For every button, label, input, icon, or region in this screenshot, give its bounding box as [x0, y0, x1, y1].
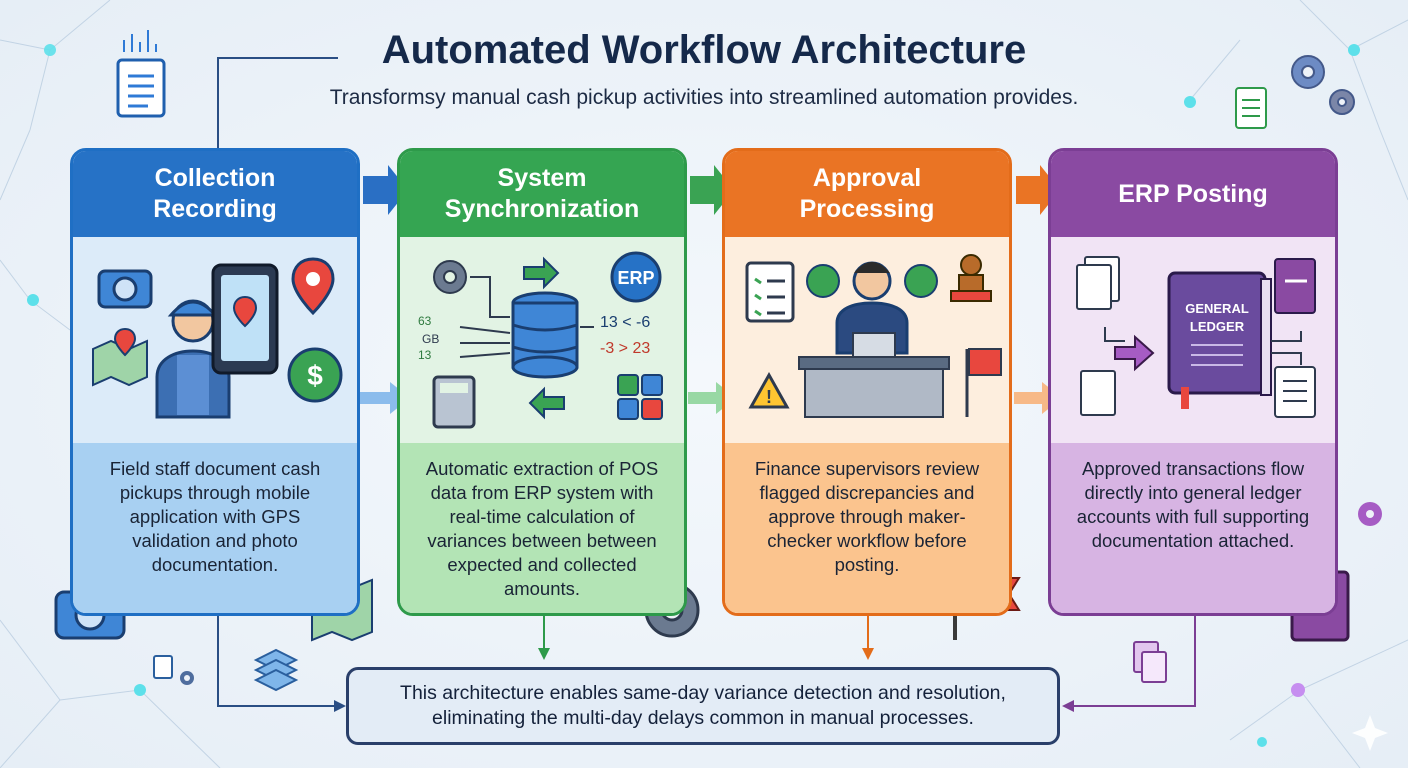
stage-erp-posting: ERP Posting GENERAL LEDGER Approved tran…: [1048, 148, 1338, 616]
svg-text:!: !: [766, 387, 772, 407]
stack-icon: [253, 648, 299, 692]
svg-text:$: $: [307, 360, 323, 391]
spreadsheet-icon: [1235, 87, 1267, 129]
gear-icon: [1291, 55, 1355, 115]
map-icon: [92, 327, 148, 387]
small-gear-icon: [180, 671, 194, 685]
erp-posting-illustration: GENERAL LEDGER: [1076, 256, 1316, 418]
approval-illustration: !: [745, 254, 1002, 418]
stage-description: Approved transactions flow directly into…: [1051, 443, 1335, 613]
page-subtitle: Transformsy manual cash pickup activitie…: [329, 86, 1079, 109]
database-icon: [511, 291, 579, 379]
field-worker-figure: [155, 299, 231, 419]
document-icon: [116, 30, 166, 118]
stamp-icon: [950, 254, 992, 302]
summary-box: This architecture enables same-day varia…: [346, 667, 1060, 745]
gear-icon-purple: [1358, 502, 1382, 526]
summary-line-1: This architecture enables same-day varia…: [400, 682, 1006, 704]
document-icon: [1080, 370, 1116, 416]
erp-label: ERP: [617, 268, 654, 288]
documents-stack-icon: [1076, 256, 1120, 310]
mobile-phone-icon: [211, 263, 279, 375]
ledger-label-line2: LEDGER: [1190, 319, 1245, 334]
checklist-icon: [745, 261, 795, 323]
thumbs-up-icon: [806, 264, 840, 298]
desk: [798, 332, 950, 418]
stage-description: Finance supervisors review flagged discr…: [725, 443, 1009, 613]
general-ledger-book: GENERAL LEDGER: [1167, 271, 1272, 409]
math-operators-icon: [617, 374, 663, 420]
warning-icon: !: [748, 371, 790, 409]
stage-title: ERP Posting: [1051, 151, 1335, 237]
page-title: Automated Workflow Architecture: [381, 28, 1027, 72]
dollar-coin-icon: $: [287, 347, 343, 403]
arrow-1-2: [363, 165, 408, 215]
thumbs-up-icon: [904, 264, 938, 298]
synchronization-illustration: ERP 13 < -6 -3 > 23 63 GB 13: [418, 251, 663, 429]
sync-arrow-back-icon: [528, 386, 565, 420]
variance-value-2: -3 > 23: [600, 340, 650, 357]
erp-badge: ERP: [610, 251, 662, 303]
book-icon: [1274, 258, 1316, 314]
data-label-2: GB: [422, 332, 439, 346]
camera-icon: [97, 269, 153, 309]
red-flag-icon: [965, 348, 1002, 417]
flow-arrow-icon: [1114, 334, 1155, 372]
data-label-3: 13: [418, 348, 432, 362]
collection-illustration: $: [92, 257, 343, 419]
location-pin-icon: [291, 257, 335, 316]
data-label-1: 63: [418, 314, 432, 328]
small-doc-icon: [153, 655, 173, 679]
ledger-label-line1: GENERAL: [1185, 301, 1249, 316]
calculator-icon: [432, 375, 476, 429]
copy-doc-icon: [1133, 641, 1167, 683]
gear-icon: [433, 260, 467, 294]
stage-description: Automatic extraction of POS data from ER…: [400, 443, 684, 613]
stage-description: Field staff document cash pickups throug…: [73, 443, 357, 613]
report-icon: [1274, 366, 1316, 418]
summary-line-2: eliminating the multi-day delays common …: [432, 707, 974, 729]
variance-value-1: 13 < -6: [600, 314, 650, 331]
sync-arrow-icon: [523, 256, 560, 290]
